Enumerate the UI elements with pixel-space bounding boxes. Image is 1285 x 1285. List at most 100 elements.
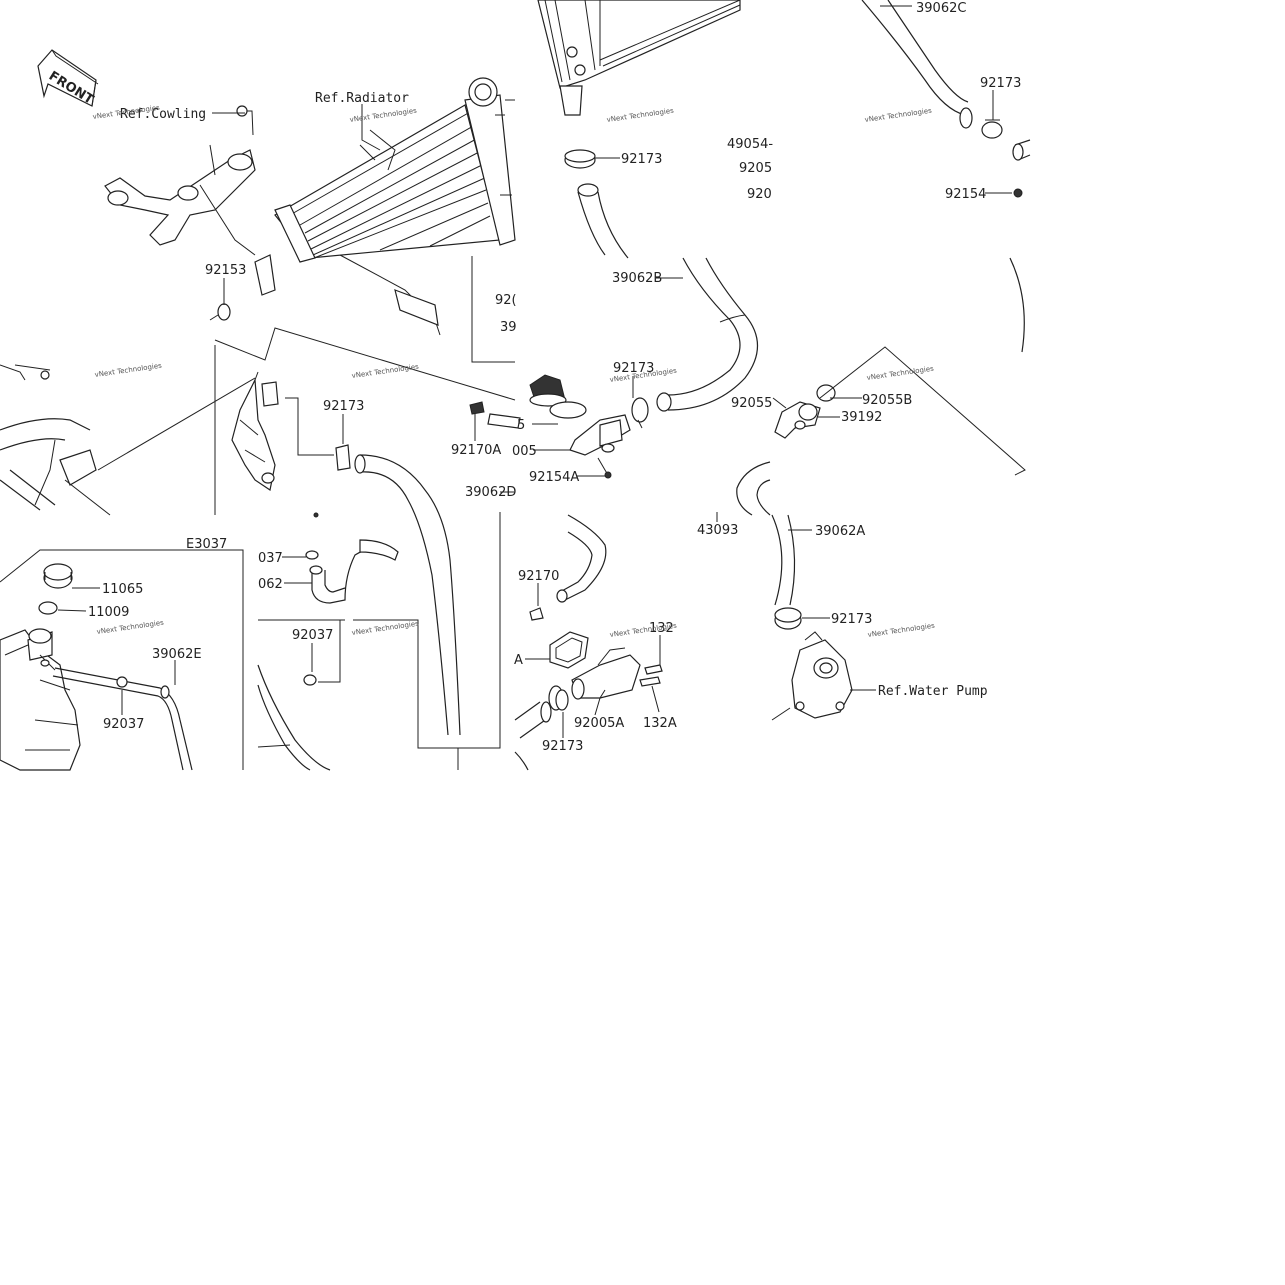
- label-11065: 11065: [102, 582, 143, 597]
- label-92173-top: 92173: [980, 76, 1021, 91]
- hose-39062b: [656, 257, 758, 412]
- label-92173-clamp-a: 92173: [621, 152, 662, 167]
- ref-water-pump-label: Ref.Water Pump: [878, 684, 988, 699]
- clamp-92173-mid: [631, 397, 649, 429]
- label-92055b: 92055B: [862, 393, 912, 408]
- frame-tube-lower: [257, 664, 331, 771]
- reservoir-cap-11065: [43, 563, 73, 589]
- part-labels: Ref.Cowling Ref.Radiator Ref.Water Pump …: [88, 1, 1021, 754]
- watermark: vNext Technologies: [609, 622, 677, 639]
- label-39062d: 39062D: [465, 485, 516, 500]
- bolt-92170: [529, 607, 544, 621]
- hose-lower-stub: [514, 701, 552, 739]
- hose-right-curve: [1009, 257, 1025, 353]
- label-132a: 132A: [643, 716, 677, 731]
- label-49054: 49054-: [727, 137, 773, 152]
- label-39062c: 39062C: [916, 1, 966, 16]
- thermostat-housing: [569, 414, 631, 479]
- hose-92170-segment: [556, 514, 607, 603]
- label-92173-left: 92173: [323, 399, 364, 414]
- label-43093: 43093: [697, 523, 738, 538]
- leader-frame-top: [214, 327, 516, 401]
- ref-cowling-label: Ref.Cowling: [120, 107, 206, 122]
- hose-39062d: [354, 454, 461, 736]
- thermostat: [529, 374, 587, 419]
- label-92055: 92055: [731, 396, 772, 411]
- label-39c: 39: [500, 320, 517, 335]
- hose-39062e-end: [160, 685, 170, 699]
- clamp-92037-c: [116, 676, 128, 688]
- label-92173-pump: 92173: [831, 612, 872, 627]
- label-39192: 39192: [841, 410, 882, 425]
- reservoir-inset-frame: [0, 549, 244, 770]
- ref-radiator-label: Ref.Radiator: [315, 91, 409, 106]
- clamp-92173-a: [564, 149, 596, 169]
- label-92173-mid: 92173: [613, 361, 654, 376]
- fitting-tube-5: [487, 413, 521, 429]
- watermark: vNext Technologies: [866, 365, 934, 382]
- label-5: 5: [517, 418, 525, 433]
- clamp-92173-pump: [774, 607, 802, 630]
- bolt-92153: [209, 303, 231, 321]
- watermark: vNext Technologies: [606, 107, 674, 124]
- label-920: 920: [747, 187, 772, 202]
- label-92153: 92153: [205, 263, 246, 278]
- hose-upper-stub: [577, 183, 629, 259]
- reservoir-gasket-11009: [38, 601, 58, 615]
- watermark: vNext Technologies: [867, 622, 935, 639]
- label-92c: 92(: [495, 293, 517, 308]
- label-39062e: 39062E: [152, 647, 202, 662]
- frame-lower-line: [257, 744, 291, 748]
- label-037: 037: [258, 551, 283, 566]
- frame-radiator-callout: [471, 256, 515, 363]
- gasket-a: [549, 631, 589, 669]
- leader-lines: [57, 5, 1012, 738]
- hose-stub-end: [1012, 143, 1024, 161]
- label-a: A: [514, 653, 523, 668]
- clamp-top-right: [981, 119, 1003, 139]
- leader-inner-frame: [285, 397, 334, 456]
- label-92170a: 92170A: [451, 443, 501, 458]
- fitting-92055: [774, 401, 821, 439]
- radiator-upper-section: [537, 0, 741, 116]
- label-005: 005: [512, 444, 537, 459]
- clamp-92173-low: [548, 685, 569, 711]
- coolant-reservoir-bracket: [231, 371, 276, 491]
- cowling-bracket: [104, 105, 276, 296]
- clip-92173-center: [335, 444, 351, 471]
- radiator-core: [274, 77, 516, 336]
- bolt-92170a: [469, 401, 485, 415]
- hose-bottom-arc: [514, 751, 529, 771]
- label-92154a: 92154A: [529, 470, 579, 485]
- clamp-92037-b: [303, 674, 317, 686]
- pipe-92005a: [571, 647, 641, 700]
- hose-39062a: [771, 514, 796, 606]
- watermark: vNext Technologies: [351, 620, 419, 637]
- watermark: vNext Technologies: [96, 619, 164, 636]
- label-92037-low: 92037: [103, 717, 144, 732]
- frame-diagonal-right: [819, 346, 1026, 476]
- label-92005a: 92005A: [574, 716, 624, 731]
- label-132: 132: [649, 621, 674, 636]
- bolt-92154: [1013, 188, 1023, 198]
- bolts-132: [639, 664, 663, 687]
- coolant-reservoir-tank: [0, 628, 81, 771]
- front-arrow-badge: FRONT: [37, 49, 99, 108]
- label-062: 062: [258, 577, 283, 592]
- watermark: vNext Technologies: [94, 362, 162, 379]
- watermark: vNext Technologies: [351, 363, 419, 380]
- frame-lower-box: [258, 512, 501, 749]
- label-92037-mid: 92037: [292, 628, 333, 643]
- watermark: vNext Technologies: [349, 107, 417, 124]
- water-pump: [771, 631, 853, 721]
- hose-39062c: [861, 0, 973, 129]
- hose-39062: [309, 539, 399, 604]
- label-92173-low: 92173: [542, 739, 583, 754]
- label-39062a: 39062A: [815, 524, 865, 539]
- watermark: vNext Technologies: [864, 107, 932, 124]
- label-11009: 11009: [88, 605, 129, 620]
- clamp-92037-a: [305, 512, 319, 560]
- label-92154: 92154: [945, 187, 986, 202]
- hose-39062e: [52, 667, 193, 771]
